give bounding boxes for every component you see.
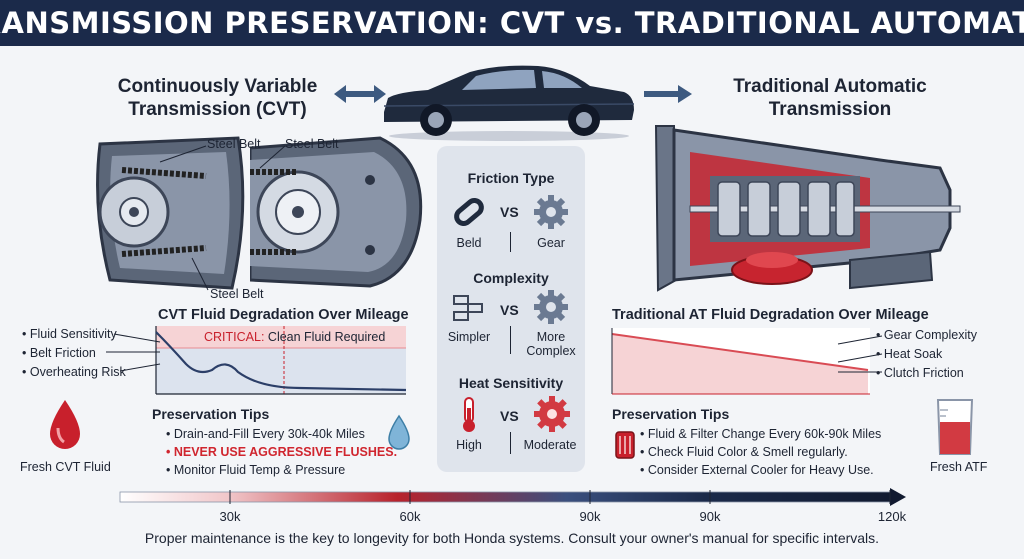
complexity-left-label: Simpler [447, 330, 491, 344]
cvt-factor-2: • Belt Friction [22, 346, 96, 360]
at-factor-2-text: Heat Soak [883, 347, 943, 361]
critical-note: CRITICAL: Clean Fluid Required [204, 330, 385, 344]
cvt-title-line2: Transmission (CVT) [128, 99, 307, 120]
at-chart-title: Traditional AT Fluid Degradation Over Mi… [612, 307, 929, 323]
cvt-pulley-illustration [250, 136, 423, 288]
cvt-tip-3: • Monitor Fluid Temp & Pressure [166, 463, 346, 477]
critical-prefix: CRITICAL: [204, 330, 265, 344]
complexity-right-label: More Complex [522, 330, 580, 358]
at-tip-2: • Check Fluid Color & Smell regularly. [640, 445, 848, 459]
cvt-title: Continuously Variable Transmission (CVT) [100, 75, 335, 121]
mileage-timeline-bar [119, 488, 906, 506]
tick-120k: 120k [877, 509, 907, 524]
at-illustration [654, 125, 961, 292]
thermometer-icon [463, 397, 475, 432]
complexity-right-line2: Complex [526, 344, 576, 358]
at-factor-1-text: Gear Complexity [883, 328, 977, 342]
cvt-tip-1: • Drain-and-Fill Every 30k-40k Miles [166, 427, 365, 441]
friction-left-label: Beld [456, 236, 482, 250]
friction-divider [510, 232, 511, 252]
header-bar: TRANSMISSION PRESERVATION: CVT vs. TRADI… [0, 0, 1024, 46]
water-drop-icon [388, 414, 410, 450]
at-tips-title: Preservation Tips [612, 406, 730, 422]
at-tip-3: • Consider External Cooler for Heavy Use… [640, 463, 874, 477]
cvt-tips-title: Preservation Tips [152, 406, 270, 422]
complexity-title: Complexity [473, 270, 549, 286]
friction-type-title: Friction Type [467, 170, 555, 186]
cvt-illustration [96, 136, 245, 290]
tick-60k: 60k [399, 509, 421, 524]
complexity-right-line1: More [536, 330, 566, 344]
cvt-factor-1: • Fluid Sensitivity [22, 327, 117, 341]
friction-right-label: Gear [537, 236, 565, 250]
cvt-tip-1-text: Drain-and-Fill Every 30k-40k Miles [173, 427, 365, 441]
complexity-divider [510, 326, 511, 354]
steel-belt-label-2: Steel Belt [285, 137, 339, 151]
heat-left-label: High [456, 438, 482, 452]
simple-blocks-icon [453, 295, 483, 321]
heat-divider [510, 432, 511, 454]
cvt-factor-3-text: Overheating Risk [29, 365, 126, 379]
steel-belt-label-3: Steel Belt [210, 287, 264, 301]
cvt-tip-3-text: Monitor Fluid Temp & Pressure [173, 463, 346, 477]
oil-filter-icon [615, 431, 635, 459]
gear-icon [534, 195, 568, 229]
cvt-tip-2-text: NEVER USE AGGRESSIVE FLUSHES. [173, 445, 398, 459]
atf-beaker-icon [936, 399, 974, 455]
at-title-line2: Transmission [768, 99, 892, 120]
heat-right-label: Moderate [523, 438, 577, 452]
cvt-tip-2: • NEVER USE AGGRESSIVE FLUSHES. [166, 445, 398, 459]
at-tip-1: • Fluid & Filter Change Every 60k-90k Mi… [640, 427, 882, 441]
cvt-factor-1-text: Fluid Sensitivity [29, 327, 117, 341]
complex-gear-icon [534, 290, 568, 324]
at-tip-3-text: Consider External Cooler for Heavy Use. [647, 463, 874, 477]
sedan-car-icon [383, 65, 635, 141]
critical-text: Clean Fluid Required [264, 330, 386, 344]
at-factor-3: • Clutch Friction [876, 366, 964, 380]
at-degradation-chart [611, 328, 870, 395]
cvt-leader-lines [159, 145, 286, 291]
at-title: Traditional Automatic Transmission [690, 75, 970, 121]
tick-90k-a: 90k [579, 509, 601, 524]
at-factor-1: • Gear Complexity [876, 328, 977, 342]
heat-vs: VS [500, 408, 519, 424]
at-factor-3-text: Clutch Friction [883, 366, 964, 380]
belt-chain-icon [454, 198, 484, 226]
cvt-factor-2-text: Belt Friction [29, 346, 96, 360]
complexity-vs: VS [500, 302, 519, 318]
fresh-cvt-fluid-label: Fresh CVT Fluid [20, 460, 111, 474]
at-title-line1: Traditional Automatic [733, 76, 927, 97]
red-fluid-drop-icon [50, 400, 80, 449]
cvt-chart-title: CVT Fluid Degradation Over Mileage [158, 307, 409, 323]
cvt-degradation-chart [155, 326, 407, 395]
hot-gear-icon [534, 396, 570, 432]
page-title: TRANSMISSION PRESERVATION: CVT vs. TRADI… [0, 6, 1024, 40]
tick-90k-b: 90k [699, 509, 721, 524]
at-factor-2: • Heat Soak [876, 347, 943, 361]
at-factor-leaders [837, 335, 883, 373]
at-tip-2-text: Check Fluid Color & Smell regularly. [647, 445, 848, 459]
right-arrow-icon [644, 85, 692, 103]
steel-belt-label-1: Steel Belt [207, 137, 261, 151]
at-tip-1-text: Fluid & Filter Change Every 60k-90k Mile… [647, 427, 882, 441]
double-arrow-icon [334, 85, 386, 103]
friction-vs: VS [500, 204, 519, 220]
cvt-title-line1: Continuously Variable [117, 76, 318, 97]
cvt-factor-leaders [106, 333, 161, 372]
footer-note: Proper maintenance is the key to longevi… [144, 530, 880, 546]
fresh-atf-label: Fresh ATF [930, 460, 988, 474]
heat-sensitivity-title: Heat Sensitivity [458, 375, 564, 391]
cvt-factor-3: • Overheating Risk [22, 365, 126, 379]
tick-30k: 30k [219, 509, 241, 524]
